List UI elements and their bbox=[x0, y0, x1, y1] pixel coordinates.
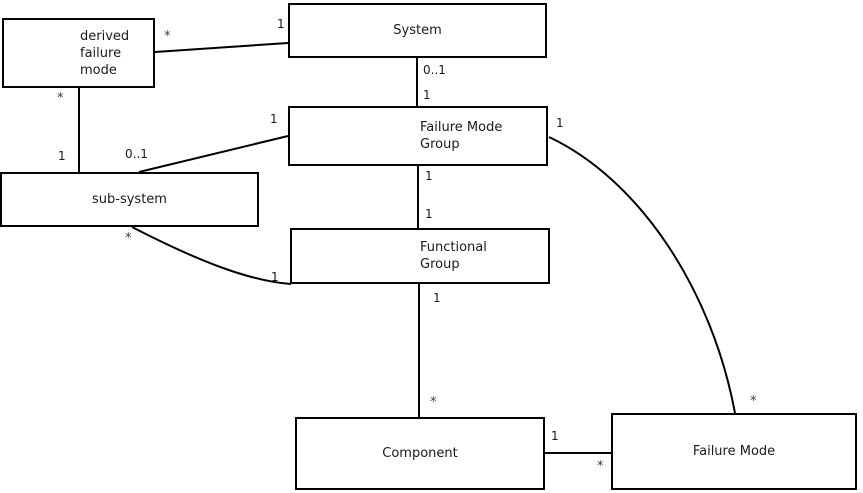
edge-derived-to-system bbox=[154, 42, 289, 53]
class-name-failure-mode: Failure Mode bbox=[692, 444, 776, 459]
multiplicity-m-system-fmgroup-top: 0..1 bbox=[423, 63, 446, 77]
class-box-sub-system[interactable]: sub-system bbox=[0, 172, 259, 227]
multiplicity-m-fmgroup-fgroup-top: 1 bbox=[425, 169, 433, 183]
multiplicity-m-derived-system-right: 1 bbox=[277, 17, 285, 31]
multiplicity-m-subsystem-fgroup-end: 1 bbox=[271, 270, 279, 284]
class-box-component[interactable]: Component bbox=[295, 417, 545, 490]
multiplicity-m-subsystem-fmgroup-left: 0..1 bbox=[125, 147, 148, 161]
class-box-system[interactable]: System bbox=[288, 3, 547, 58]
multiplicity-m-subsystem-fmgroup-right: 1 bbox=[270, 112, 278, 126]
multiplicity-m-derived-subsystem-top: * bbox=[57, 91, 64, 106]
class-name-failure-mode-group: Failure Mode Group bbox=[420, 120, 503, 152]
class-box-functional-group[interactable]: Functional Group bbox=[290, 228, 550, 284]
multiplicity-m-fgroup-component-top: 1 bbox=[433, 291, 441, 305]
multiplicity-m-system-fmgroup-bottom: 1 bbox=[423, 88, 431, 102]
multiplicity-m-fmgroup-fgroup-bottom: 1 bbox=[425, 207, 433, 221]
class-name-functional-group: Functional Group bbox=[420, 240, 487, 272]
multiplicity-m-derived-subsystem-bottom: 1 bbox=[58, 149, 66, 163]
edge-subsystem-to-fmgroup bbox=[138, 135, 289, 173]
edge-subsystem-to-functionalgroup bbox=[131, 226, 292, 285]
edge-fmgroup-to-failuremode bbox=[548, 136, 736, 414]
multiplicity-m-subsystem-fgroup-start: * bbox=[125, 231, 132, 246]
class-box-failure-mode-group[interactable]: Failure Mode Group bbox=[288, 106, 548, 166]
multiplicity-m-component-fm-left: 1 bbox=[551, 429, 559, 443]
class-name-sub-system: sub-system bbox=[92, 192, 167, 207]
class-name-derived-failure-mode: derived failure mode bbox=[80, 28, 130, 78]
class-name-system: System bbox=[393, 23, 442, 38]
multiplicity-m-derived-system-left: * bbox=[164, 29, 171, 44]
class-box-derived-failure-mode[interactable]: derived failure mode bbox=[2, 18, 155, 88]
multiplicity-m-fmgroup-fm-start: 1 bbox=[556, 116, 564, 130]
multiplicity-m-fmgroup-fm-end: * bbox=[750, 394, 757, 409]
class-name-component: Component bbox=[382, 446, 458, 461]
multiplicity-m-fgroup-component-bottom: * bbox=[430, 395, 437, 410]
class-box-failure-mode[interactable]: Failure Mode bbox=[611, 413, 857, 490]
multiplicity-m-component-fm-right: * bbox=[597, 459, 604, 474]
